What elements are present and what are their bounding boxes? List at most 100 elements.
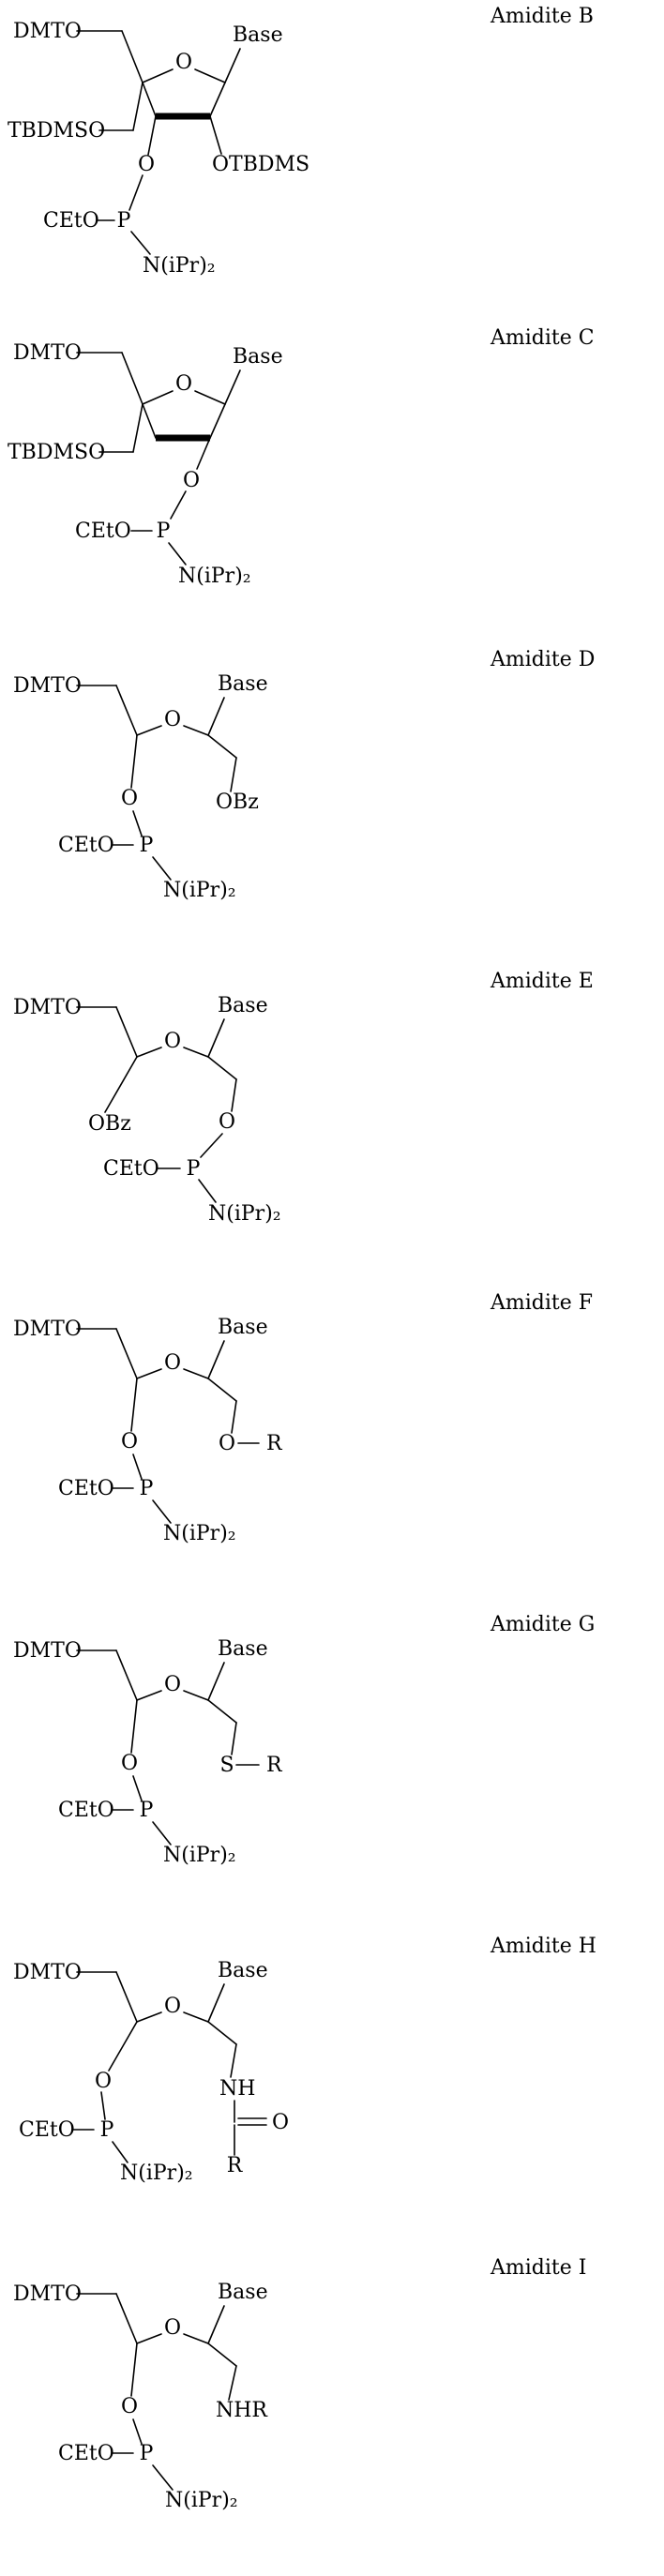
r-group-label: R — [266, 1754, 283, 1777]
obz-label: OBz — [216, 791, 259, 814]
carbonyl-oxygen-label: O — [272, 2111, 289, 2134]
structure-panel-amidite-b: Amidite B DMTO Base O TBDMSO OTBDMS O CE… — [0, 0, 664, 322]
central-oxygen-label: O — [164, 1030, 181, 1053]
phosphite-oxygen-label: O — [138, 153, 155, 176]
phosphite-oxygen-label: O — [219, 1110, 235, 1134]
base-label: Base — [218, 2281, 268, 2304]
dmto-label: DMTO — [13, 1639, 82, 1663]
phosphorus-label: P — [187, 1157, 201, 1181]
dmto-label: DMTO — [13, 1961, 82, 1984]
central-oxygen-label: O — [164, 1673, 181, 1696]
structure-panel-amidite-c: Amidite C DMTO Base O TBDMSO O CEtO P N(… — [0, 322, 664, 643]
structure-drawing-amidite-i: Amidite I DMTO Base O O NHR CEtO P N(iPr… — [13, 2256, 586, 2512]
ceto-label: CEtO — [103, 1157, 159, 1181]
ceto-label: CEtO — [58, 1799, 114, 1822]
structure-panel-amidite-g: Amidite G DMTO Base O O S R CEtO P N(iPr… — [0, 1608, 664, 1930]
tbdmso-label: TBDMSO — [8, 441, 105, 464]
base-label: Base — [233, 23, 283, 47]
base-label: Base — [218, 1959, 268, 1982]
nhr-label: NHR — [216, 2399, 268, 2422]
otbdms-label: OTBDMS — [212, 153, 309, 176]
base-label: Base — [218, 994, 268, 1017]
ring-oxygen-label: O — [175, 372, 192, 396]
base-label: Base — [218, 672, 268, 696]
ring-oxygen-label: O — [175, 51, 192, 74]
bond-lines — [76, 352, 241, 565]
structure-title: Amidite I — [490, 2256, 586, 2280]
bond-lines — [76, 685, 237, 881]
bond-lines — [76, 1006, 237, 1203]
phosphorus-label: P — [157, 520, 171, 543]
structure-panel-amidite-h: Amidite H DMTO Base O O NH O R CEtO P N(… — [0, 1930, 664, 2252]
structure-panel-amidite-f: Amidite F DMTO Base O O O R CEtO P N(iPr… — [0, 1287, 664, 1608]
structure-title: Amidite H — [490, 1935, 596, 1958]
dmto-label: DMTO — [13, 341, 82, 365]
diisopropylamino-label: N(iPr)₂ — [163, 1844, 236, 1867]
phosphorus-label: P — [140, 1799, 154, 1822]
nh-label: NH — [219, 2077, 255, 2101]
phosphite-oxygen-label: O — [121, 2395, 138, 2418]
ceto-label: CEtO — [58, 834, 114, 857]
phosphorus-label: P — [100, 2118, 114, 2142]
diisopropylamino-label: N(iPr)₂ — [143, 254, 216, 278]
diisopropylamino-label: N(iPr)₂ — [208, 1202, 281, 1226]
structure-drawing-amidite-d: Amidite D DMTO Base O O OBz CEtO P N(iPr… — [13, 648, 595, 902]
central-oxygen-label: O — [164, 1995, 181, 2018]
bond-lines — [76, 2293, 237, 2491]
diisopropylamino-label: N(iPr)₂ — [178, 565, 251, 588]
structure-drawing-amidite-g: Amidite G DMTO Base O O S R CEtO P N(iPr… — [13, 1613, 595, 1867]
central-oxygen-label: O — [164, 708, 181, 731]
structure-drawing-amidite-b: Amidite B DMTO Base O TBDMSO OTBDMS O CE… — [8, 5, 594, 278]
ceto-label: CEtO — [58, 1477, 114, 1500]
dmto-label: DMTO — [13, 1318, 82, 1341]
structure-panel-amidite-i: Amidite I DMTO Base O O NHR CEtO P N(iPr… — [0, 2252, 664, 2573]
r-group-label: R — [227, 2154, 244, 2177]
ceto-label: CEtO — [19, 2118, 75, 2142]
dmto-label: DMTO — [13, 20, 82, 43]
ceto-label: CEtO — [58, 2442, 114, 2465]
base-label: Base — [218, 1316, 268, 1339]
phosphorus-label: P — [117, 209, 131, 233]
obz-label: OBz — [88, 1112, 131, 1136]
bond-lines — [76, 1650, 260, 1845]
phosphite-oxygen-label: O — [121, 1430, 138, 1454]
thioether-sulfur-label: S — [219, 1754, 234, 1777]
bond-lines — [76, 30, 241, 255]
phosphorus-label: P — [140, 2442, 154, 2465]
structure-drawing-amidite-c: Amidite C DMTO Base O TBDMSO O CEtO P N(… — [8, 326, 595, 588]
structure-drawing-amidite-e: Amidite E DMTO Base O OBz O CEtO P N(iPr… — [13, 970, 594, 1226]
dmto-label: DMTO — [13, 996, 82, 1019]
phosphorus-label: P — [140, 1477, 154, 1500]
ether-oxygen-label: O — [219, 1432, 235, 1455]
dmto-label: DMTO — [13, 2282, 82, 2306]
ceto-label: CEtO — [75, 520, 131, 543]
phosphite-oxygen-label: O — [121, 1752, 138, 1775]
structure-title: Amidite B — [490, 5, 594, 28]
structure-panel-amidite-d: Amidite D DMTO Base O O OBz CEtO P N(iPr… — [0, 643, 664, 965]
central-oxygen-label: O — [164, 2316, 181, 2340]
base-label: Base — [233, 345, 283, 369]
structure-title: Amidite C — [490, 326, 595, 350]
phosphorus-label: P — [140, 834, 154, 857]
structure-drawing-amidite-h: Amidite H DMTO Base O O NH O R CEtO P N(… — [13, 1935, 596, 2185]
phosphite-oxygen-label: O — [121, 787, 138, 810]
structure-title: Amidite G — [490, 1613, 595, 1636]
structure-title: Amidite E — [490, 970, 594, 993]
structure-drawing-amidite-f: Amidite F DMTO Base O O O R CEtO P N(iPr… — [13, 1291, 593, 1545]
r-group-label: R — [266, 1432, 283, 1455]
ceto-label: CEtO — [43, 209, 99, 233]
dmto-label: DMTO — [13, 674, 82, 698]
diisopropylamino-label: N(iPr)₂ — [120, 2162, 193, 2185]
phosphite-oxygen-label: O — [95, 2070, 112, 2093]
bond-lines — [76, 1328, 260, 1524]
phosphite-oxygen-label: O — [183, 469, 200, 492]
diisopropylamino-label: N(iPr)₂ — [163, 879, 236, 902]
tbdmso-label: TBDMSO — [8, 119, 105, 143]
structure-title: Amidite F — [490, 1291, 593, 1315]
base-label: Base — [218, 1637, 268, 1661]
structure-title: Amidite D — [490, 648, 595, 671]
bond-lines — [72, 1971, 267, 2163]
structure-panel-amidite-e: Amidite E DMTO Base O OBz O CEtO P N(iPr… — [0, 965, 664, 1287]
central-oxygen-label: O — [164, 1351, 181, 1375]
